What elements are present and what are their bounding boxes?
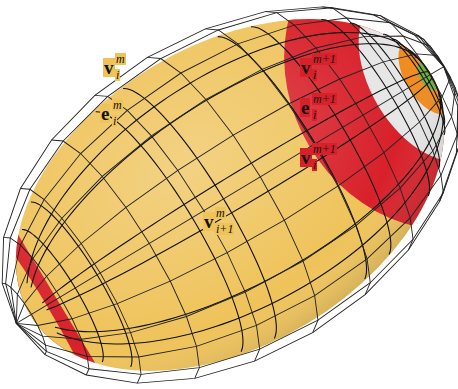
mesh-line: [16, 67, 458, 389]
superscript-index: m+1: [312, 93, 337, 105]
subscript-index: i: [312, 69, 317, 81]
patch-boundary: [36, 60, 430, 304]
patch-boundary: [49, 88, 458, 389]
subscript-index: i: [312, 109, 317, 121]
superscript-index: m+1: [312, 53, 337, 65]
mesh-line: [0, 0, 444, 323]
mesh-line: [52, 124, 221, 378]
mesh-line: [323, 0, 458, 201]
mesh-line: [4, 228, 102, 375]
mesh-line: [16, 67, 458, 389]
mesh-line: [20, 176, 158, 383]
superscript-index: m+1: [312, 143, 337, 155]
vector-symbol: e: [100, 104, 110, 123]
mesh-line: [205, 11, 394, 294]
mesh-line: [147, 39, 343, 332]
subscript-index: i: [112, 115, 117, 127]
mesh-line: [265, 0, 434, 250]
superscript-index: m: [112, 99, 123, 111]
mesh-line: [16, 66, 458, 365]
subscript-index: i: [115, 69, 120, 81]
mesh-line: [0, 0, 444, 323]
vector-symbol: v: [203, 212, 215, 231]
subscript-index: i: [312, 159, 317, 171]
superscript-index: m: [215, 207, 226, 219]
mesh-line: [16, 67, 458, 389]
patch-boundary: [46, 76, 440, 320]
mesh-line: [16, 67, 458, 389]
vector-symbol: e: [300, 98, 310, 117]
mesh-line: [95, 78, 284, 361]
vector-symbol: v: [300, 148, 312, 167]
mesh-line: [16, 66, 444, 323]
mesh-line: [0, 0, 444, 323]
mesh-line: [0, 0, 444, 323]
mesh-line: [0, 24, 444, 323]
vector-symbol: v: [103, 58, 115, 77]
superscript-index: m: [115, 53, 126, 65]
vector-symbol: v: [300, 58, 312, 77]
patch-boundary: [49, 85, 458, 387]
subscript-index: i+1: [215, 223, 234, 235]
mesh-line: [415, 31, 458, 107]
mesh-line: [374, 6, 458, 153]
mesh-line: [2, 279, 53, 355]
